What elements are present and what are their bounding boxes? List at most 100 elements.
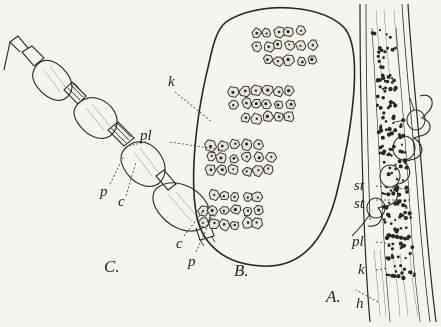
protoplasm-granule: [404, 211, 407, 214]
spore-nucleus: [266, 32, 268, 34]
spore-nucleus: [256, 32, 259, 35]
protoplasm-granule: [382, 77, 384, 79]
spore-nucleus: [244, 90, 247, 93]
protoplasm-granule: [384, 221, 386, 223]
protoplasm-granule: [400, 125, 402, 127]
protoplasm-granule: [383, 193, 384, 194]
protoplasm-granule: [394, 104, 397, 107]
protoplasm-granule: [385, 193, 386, 194]
spore-nucleus: [264, 102, 267, 105]
protoplasm-granule: [391, 256, 393, 258]
label-c-panel-b: c: [176, 236, 183, 252]
protoplasm-granule: [383, 57, 385, 59]
spore-nucleus: [287, 30, 290, 33]
panel-label-c: C.: [104, 257, 120, 276]
protoplasm-granule: [401, 272, 403, 274]
spore-nucleus: [221, 168, 224, 171]
protoplasm-granule: [396, 178, 398, 180]
protoplasm-granule: [392, 117, 395, 120]
spore-nucleus: [290, 103, 293, 106]
spore-nucleus: [219, 157, 222, 160]
protoplasm-granule: [388, 215, 390, 217]
spore-nucleus: [255, 102, 258, 105]
spore-nucleus: [246, 170, 248, 172]
protoplasm-granule: [405, 186, 408, 189]
protoplasm-granule: [396, 189, 398, 191]
protoplasm-granule: [392, 235, 395, 238]
protoplasm-granule: [385, 87, 387, 89]
protoplasm-granule: [379, 86, 381, 88]
protoplasm-granule: [413, 274, 415, 276]
protoplasm-granule: [396, 235, 399, 238]
spore-nucleus: [278, 31, 281, 34]
spore-nucleus: [257, 209, 260, 212]
protoplasm-granule: [395, 164, 396, 165]
spore-nucleus: [233, 196, 235, 198]
protoplasm-granule: [394, 129, 397, 132]
protoplasm-granule: [403, 159, 406, 162]
spore-nucleus: [234, 224, 237, 227]
protoplasm-granule: [377, 95, 380, 98]
spore-nucleus: [257, 169, 259, 171]
spore-nucleus: [210, 168, 213, 171]
protoplasm-granule: [402, 119, 405, 122]
protoplasm-granule: [385, 129, 387, 131]
protoplasm-granule: [387, 107, 389, 109]
spore-nucleus: [267, 45, 270, 48]
protoplasm-granule: [393, 102, 395, 104]
protoplasm-granule: [371, 32, 374, 35]
spore-nucleus: [232, 168, 234, 170]
protoplasm-granule: [397, 275, 400, 278]
spore-nucleus: [255, 90, 257, 92]
spore-nucleus: [247, 210, 249, 212]
protoplasm-granule: [391, 155, 392, 156]
protoplasm-granule: [382, 88, 383, 89]
protoplasm-granule: [388, 245, 390, 247]
protoplasm-granule: [386, 274, 388, 276]
protoplasm-granule: [391, 78, 392, 79]
spore-nucleus: [256, 118, 258, 120]
spore-nucleus: [233, 157, 236, 160]
spore-nucleus: [221, 145, 224, 148]
protoplasm-granule: [410, 217, 412, 219]
spore-nucleus: [245, 102, 248, 105]
spore-nucleus: [278, 116, 281, 119]
protoplasm-granule: [384, 80, 386, 82]
protoplasm-granule: [396, 201, 399, 204]
spore-nucleus: [277, 60, 279, 62]
spore-nucleus: [266, 58, 269, 61]
spore-nucleus: [301, 61, 304, 64]
spore-nucleus: [258, 156, 261, 159]
protoplasm-granule: [387, 173, 390, 176]
protoplasm-granule: [385, 236, 388, 239]
spore-nucleus: [299, 45, 301, 47]
protoplasm-granule: [388, 133, 390, 135]
spore-nucleus: [223, 195, 225, 197]
panel-label-a: A.: [325, 287, 341, 306]
spore-nucleus: [245, 143, 248, 146]
spore-nucleus: [232, 104, 234, 106]
protoplasm-granule: [393, 275, 396, 278]
protoplasm-granule: [384, 51, 386, 53]
panel-label-b: B.: [234, 261, 249, 280]
protoplasm-granule: [384, 90, 386, 92]
protoplasm-granule: [382, 116, 385, 119]
spore-nucleus: [258, 143, 261, 146]
protoplasm-granule: [391, 172, 392, 173]
protoplasm-granule: [411, 246, 414, 249]
protoplasm-granule: [399, 242, 402, 245]
label-c-panel-c: c: [118, 194, 125, 210]
protoplasm-granule: [387, 154, 389, 156]
protoplasm-granule: [397, 256, 399, 258]
protoplasm-granule: [405, 205, 406, 206]
protoplasm-granule: [389, 36, 391, 38]
protoplasm-granule: [388, 274, 390, 276]
spore-nucleus: [255, 221, 257, 223]
protoplasm-granule: [401, 144, 402, 145]
spore-nucleus: [312, 44, 314, 46]
protoplasm-granule: [381, 49, 383, 51]
protoplasm-granule: [386, 257, 388, 259]
spore-nucleus: [266, 89, 269, 92]
spore-nucleus: [234, 143, 236, 145]
protoplasm-granule: [405, 257, 406, 258]
